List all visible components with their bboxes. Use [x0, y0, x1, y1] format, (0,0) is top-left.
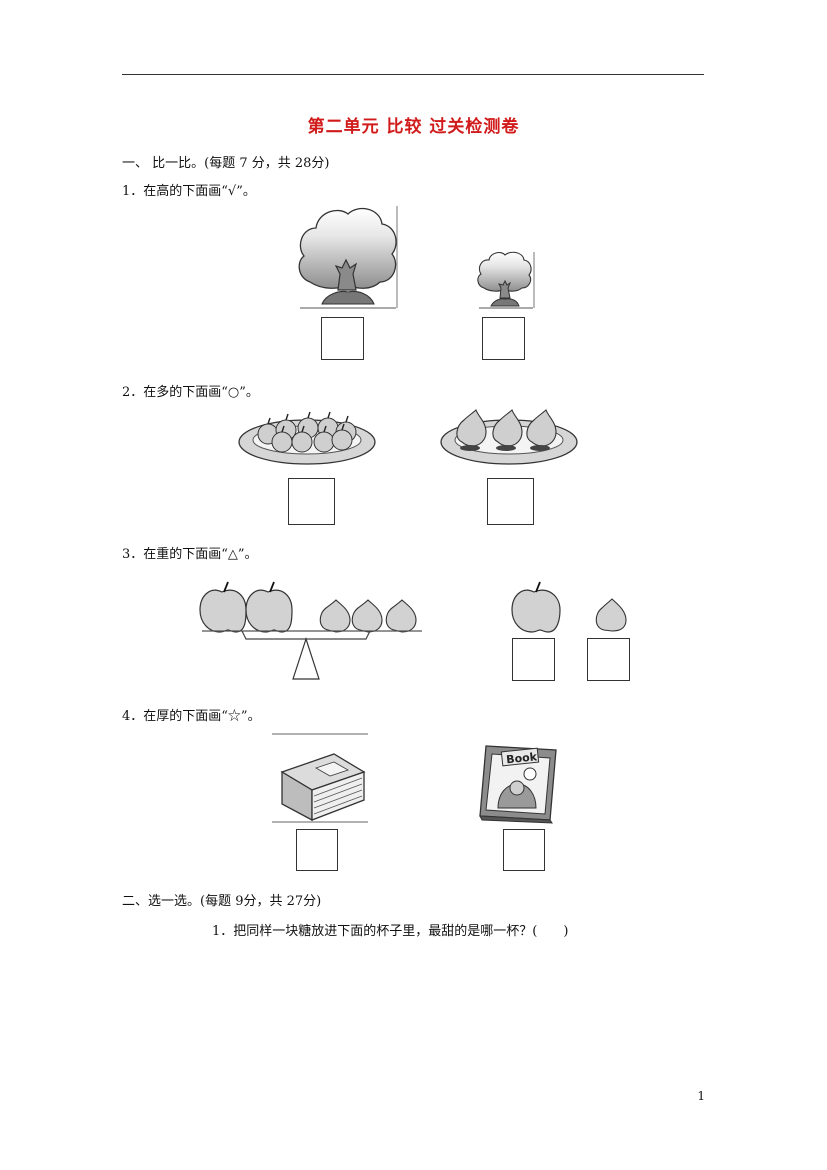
plate-of-apples-illustration: [238, 411, 376, 465]
answer-box-thin-book[interactable]: [503, 829, 545, 871]
question-4: 4．在厚的下面画“☆”。: [122, 709, 261, 724]
page-title: 第二单元 比较 过关检测卷: [307, 117, 520, 137]
section-2-question-1: 1．把同样一块糖放进下面的杯子里，最甜的是哪一杯？( ): [212, 924, 569, 939]
thick-book-illustration: [272, 733, 368, 823]
tall-tree-illustration: [298, 206, 398, 309]
thin-book-illustration: Book: [479, 745, 557, 824]
plate-of-peaches-illustration: [440, 408, 578, 465]
answer-box-apple[interactable]: [512, 638, 555, 681]
single-peach-illustration: [595, 598, 627, 632]
short-tree-illustration: [477, 251, 535, 309]
page-number: 1: [697, 1089, 705, 1103]
answer-box-tall-tree[interactable]: [321, 317, 364, 360]
answer-box-short-tree[interactable]: [482, 317, 525, 360]
question-2: 2．在多的下面画“○”。: [122, 385, 259, 400]
answer-box-peaches-plate[interactable]: [487, 478, 534, 525]
header-rule: [122, 74, 704, 75]
question-1: 1．在高的下面画“√”。: [122, 184, 256, 199]
answer-box-peach[interactable]: [587, 638, 630, 681]
answer-box-thick-book[interactable]: [296, 829, 338, 871]
balance-scale-illustration: [199, 581, 422, 680]
question-3: 3．在重的下面画“△”。: [122, 547, 258, 562]
answer-box-apples-plate[interactable]: [288, 478, 335, 525]
single-apple-illustration: [511, 581, 561, 633]
section-2-heading: 二、选一选。(每题 9分，共 27分): [122, 894, 322, 909]
section-1-heading: 一、 比一比。(每题 7 分，共 28分): [122, 156, 330, 171]
book-cover-title: Book: [506, 750, 539, 766]
